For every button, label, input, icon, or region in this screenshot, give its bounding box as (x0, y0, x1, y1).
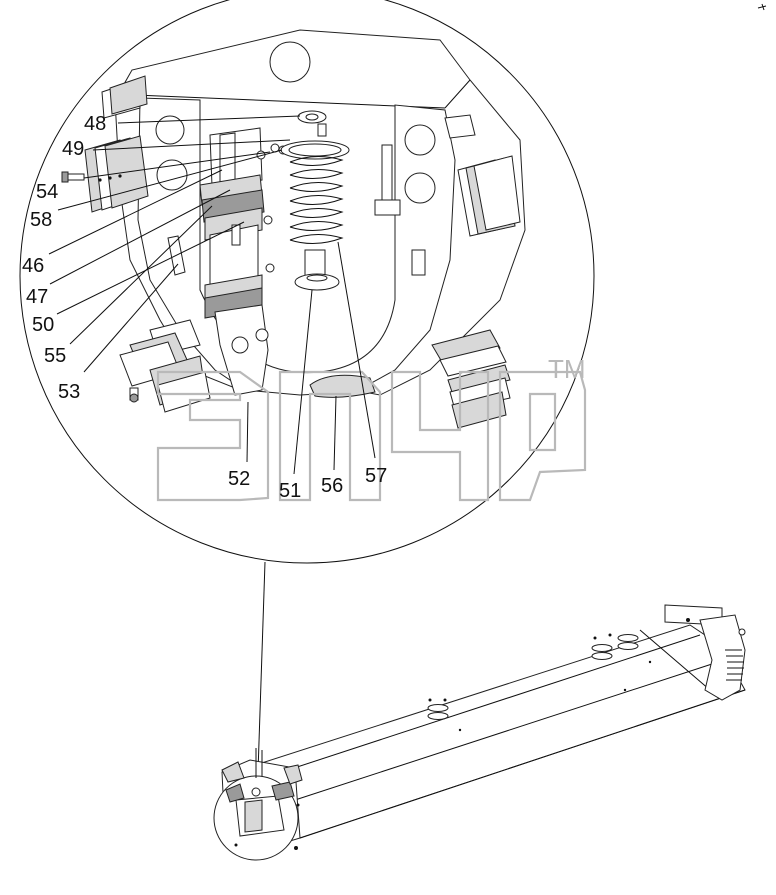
detail-circle (19, 0, 595, 564)
left-bracket-stack (84, 75, 149, 213)
callout-55: 55 (44, 345, 66, 367)
corner-mark (757, 3, 767, 11)
callout-48: 48 (84, 113, 106, 135)
callout-46: 46 (22, 255, 44, 277)
lower-left-bracket-stack (119, 319, 211, 413)
right-bracket-stack (431, 114, 521, 429)
detail-view (19, 0, 595, 564)
leader-lines (48, 115, 376, 475)
pad (309, 374, 376, 398)
callout-49: 49 (62, 138, 84, 160)
boom-body (239, 624, 746, 839)
callout-51: 51 (279, 480, 301, 502)
callout-50: 50 (32, 314, 54, 336)
callout-53: 53 (58, 381, 80, 403)
watermark: TM (156, 354, 587, 502)
watermark-trademark: TM (548, 354, 586, 384)
top-hole (269, 41, 311, 83)
callout-52: 52 (228, 468, 250, 490)
callout-56: 56 (321, 475, 343, 497)
callout-57: 57 (365, 465, 387, 487)
callout-labels: 48 49 54 58 46 47 50 55 53 52 51 56 57 (22, 113, 387, 502)
spring-assembly (280, 140, 350, 291)
callout-54: 54 (36, 181, 58, 203)
boom-overview (213, 604, 746, 861)
detail-connector (257, 561, 266, 773)
callout-58: 58 (30, 209, 52, 231)
callout-47: 47 (26, 286, 48, 308)
